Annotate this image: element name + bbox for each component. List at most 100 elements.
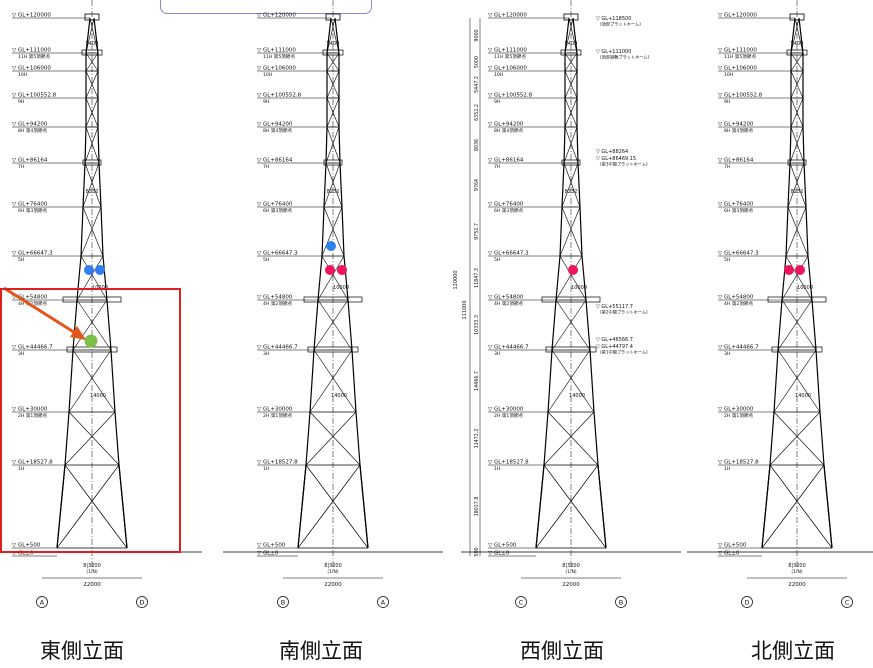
tower-brace xyxy=(564,126,579,164)
red-marker xyxy=(795,265,805,275)
tower-brace xyxy=(76,255,104,301)
level-sub-label: 3H xyxy=(18,351,24,357)
tower-leg xyxy=(317,255,323,301)
level-sub-label: 7H xyxy=(494,164,500,170)
width-label: 10000 xyxy=(333,285,349,291)
tower-brace xyxy=(787,162,805,208)
tower-brace xyxy=(85,70,99,99)
tower-brace xyxy=(789,162,807,208)
tower-brace xyxy=(568,17,578,54)
tower-brace xyxy=(794,17,804,54)
west-dim-value: 14466.7 xyxy=(474,371,480,391)
level-sub-label: 5H xyxy=(494,257,500,263)
tower-leg xyxy=(343,255,349,301)
tower-brace xyxy=(89,17,99,54)
axis-label: C xyxy=(845,599,850,607)
level-sub-label: 2H 第1頂節点 xyxy=(18,412,48,419)
tower-leg xyxy=(85,17,91,54)
tower-brace xyxy=(790,126,805,164)
level-label: ▽ GL±0 xyxy=(488,551,510,557)
level-label: ▽ GL+76400 xyxy=(488,202,524,208)
tower-brace xyxy=(547,349,591,413)
level-sub-label: 1H xyxy=(724,466,730,472)
tower-brace xyxy=(781,255,809,301)
tower-leg xyxy=(769,411,775,466)
tower-leg xyxy=(547,349,553,413)
tower-brace xyxy=(85,52,99,72)
axis-bubble xyxy=(377,596,389,608)
level-label: ▽ GL±0 xyxy=(12,551,34,557)
level-sub-label: 6H 第3頂節点 xyxy=(18,207,48,214)
tower-leg xyxy=(564,17,570,54)
blue-marker xyxy=(84,265,94,275)
tower-brace xyxy=(564,52,578,72)
west-extra-level-label: ▽ GL+88264 xyxy=(596,149,628,155)
tower-brace xyxy=(72,349,116,413)
west-extra-level-label: ▽ GL+111000 xyxy=(596,49,631,55)
tower-leg xyxy=(803,162,807,208)
red-marker xyxy=(784,265,794,275)
level-label: ▽ GL+94200 xyxy=(12,122,48,128)
axis-label: D xyxy=(139,599,144,607)
west-extra-level-label: ▽ GL+86469.15 xyxy=(596,156,636,162)
level-label: ▽ GL+120000 xyxy=(488,13,527,19)
level-sub-label: 11H 第5頂節点 xyxy=(494,53,526,60)
tower-leg xyxy=(114,411,120,466)
width-label: 10000 xyxy=(797,285,813,291)
tower-leg xyxy=(309,349,315,413)
tower-leg xyxy=(561,162,565,208)
tower-brace xyxy=(68,411,120,466)
tower-brace xyxy=(80,255,108,301)
tower-leg xyxy=(347,299,353,351)
tower-leg xyxy=(326,17,332,54)
west-dim-value: 9752.7 xyxy=(474,223,480,240)
level-sub-label: 1H xyxy=(18,466,24,472)
tower-brace xyxy=(323,206,345,257)
level-sub-label: 10H xyxy=(18,72,27,78)
base-dim-label: 8|3200 xyxy=(83,563,101,569)
axis-label: B xyxy=(619,599,623,607)
level-sub-label: 6H 第3頂節点 xyxy=(724,207,754,214)
tower-brace xyxy=(76,299,112,351)
base-dim-sub: (1/N) xyxy=(327,569,339,575)
level-label: ▽ GL+30000 xyxy=(718,407,754,413)
axis-label: D xyxy=(744,599,749,607)
tower-brace xyxy=(82,162,100,208)
tower-brace xyxy=(68,349,112,413)
base-span-label: 22000 xyxy=(83,582,101,588)
tower-leg xyxy=(313,299,319,351)
level-sub-label: 8H 第4頂節点 xyxy=(494,127,524,134)
tower-brace xyxy=(317,255,345,301)
tower-brace xyxy=(790,52,804,72)
west-total-overall: 120000 xyxy=(453,270,459,289)
west-extra-level-label: ▽ GL+55117.7 xyxy=(596,304,633,310)
level-label: ▽ GL+66647.3 xyxy=(718,251,759,257)
tower-leg xyxy=(82,162,86,208)
level-sub-label: 10H xyxy=(724,72,733,78)
tower-leg xyxy=(787,162,791,208)
tower-leg xyxy=(773,349,779,413)
caption-south: 南側立面 xyxy=(279,639,363,663)
tower-leg xyxy=(305,411,311,466)
level-sub-label: 7H xyxy=(18,164,24,170)
level-label: ▽ GL+94200 xyxy=(718,122,754,128)
tower-brace xyxy=(535,464,599,549)
tower-brace xyxy=(555,299,591,351)
tower-brace xyxy=(313,299,349,351)
base-dim-label: 8|3200 xyxy=(562,563,580,569)
tower-brace xyxy=(305,464,369,549)
base-dim-sub: (1/N) xyxy=(791,569,803,575)
tower-brace xyxy=(72,299,108,351)
tower-leg xyxy=(555,255,561,301)
level-label: ▽ GL+66647.3 xyxy=(488,251,529,257)
level-sub-label: 6H 第3頂節点 xyxy=(494,207,524,214)
tower-leg xyxy=(323,162,327,208)
tower-brace xyxy=(787,206,809,257)
tower-leg xyxy=(100,206,104,257)
tower-brace xyxy=(323,162,341,208)
level-label: ▽ GL+30000 xyxy=(488,407,524,413)
level-sub-label: 2H 第1頂節点 xyxy=(494,412,524,419)
level-label: ▽ GL+44466.7 xyxy=(488,345,529,351)
tower-leg xyxy=(597,464,607,549)
